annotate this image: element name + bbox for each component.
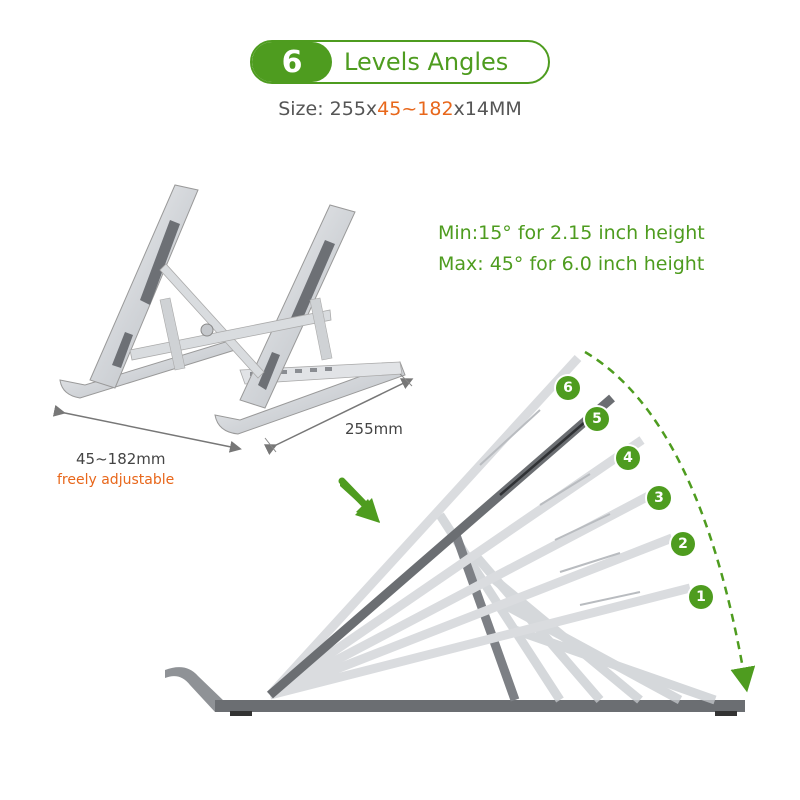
- length-dimension-arrow: [263, 378, 414, 456]
- size-suffix: x14MM: [453, 98, 522, 120]
- height-dimension-arrow: [52, 404, 242, 453]
- levels-label: Levels Angles: [344, 48, 509, 76]
- angle-arc-arrow: [584, 350, 756, 693]
- level-badge-3: 3: [647, 486, 671, 510]
- level-badge-5: 5: [585, 407, 609, 431]
- size-spec: Size: 255x45~182x14MM: [0, 98, 800, 120]
- min-angle-spec: Min:15° for 2.15 inch height: [438, 222, 705, 244]
- height-label: 45~182mm: [76, 450, 166, 468]
- folded-stand-photo: [59, 184, 406, 435]
- length-label: 255mm: [345, 420, 403, 438]
- angle-diagram: [165, 350, 756, 716]
- level-badge-1: 1: [689, 585, 713, 609]
- levels-count: 6: [252, 42, 332, 82]
- size-prefix: Size: 255x: [278, 98, 378, 120]
- size-highlight: 45~182: [377, 98, 454, 120]
- max-angle-spec: Max: 45° for 6.0 inch height: [438, 253, 705, 275]
- level-badge-4: 4: [616, 446, 640, 470]
- levels-angles-badge: 6 Levels Angles: [250, 40, 550, 84]
- height-note: freely adjustable: [57, 472, 175, 488]
- level-badge-2: 2: [671, 532, 695, 556]
- level-badge-6: 6: [556, 376, 580, 400]
